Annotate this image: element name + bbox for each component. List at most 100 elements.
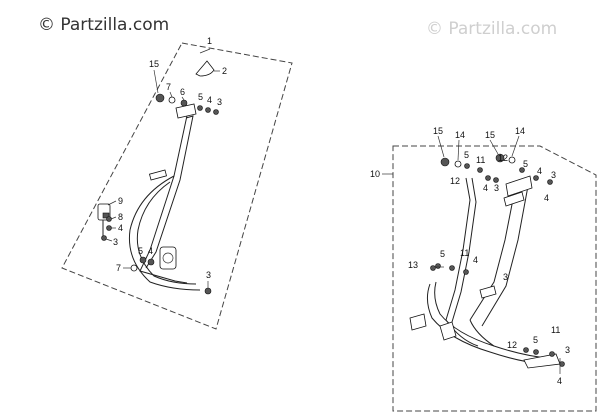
callout-r11a: 11: [476, 155, 485, 165]
washer-5r3: [435, 263, 441, 269]
callout-r4e: 4: [557, 376, 562, 386]
washer-8: [106, 216, 112, 222]
callout-5-retractor: 5: [138, 246, 143, 256]
leader-1: [199, 48, 211, 54]
leader-8: [110, 216, 117, 220]
callout-r12b: 12: [450, 176, 460, 186]
right-strap-a: [469, 183, 517, 321]
callout-r4c: 4: [544, 193, 549, 203]
leader-3b: [105, 238, 113, 242]
lap-webbing-inner: [136, 181, 197, 285]
callout-1: 1: [207, 36, 212, 46]
lap-belt-join-b: [469, 319, 495, 347]
callout-r4d: 4: [473, 255, 478, 265]
callout-r4b: 4: [483, 183, 488, 193]
callout-r12c: 12: [507, 340, 517, 350]
lockwasher-4c: [147, 258, 155, 266]
washer-5r2: [519, 167, 525, 173]
leader-9: [107, 200, 117, 206]
lap-buckle-left: [409, 313, 427, 331]
nut-3r1: [493, 177, 499, 183]
leader-15: [153, 69, 159, 94]
bushing-14a: [454, 160, 462, 168]
callout-r5b: 5: [523, 159, 528, 169]
watermark-left-text: © Partzilla.com: [38, 15, 169, 35]
lap-belt-lower: [434, 281, 549, 359]
bushing-7b: [130, 264, 138, 272]
nut-3a: [213, 109, 219, 115]
callout-9: 9: [118, 196, 123, 206]
retractor-unit: [159, 246, 177, 270]
callout-3-lower: 3: [206, 270, 211, 280]
left-assembly-boundary: [61, 42, 293, 330]
leader-r14a: [457, 139, 460, 161]
callout-3: 3: [217, 97, 222, 107]
callout-4: 4: [207, 95, 212, 105]
callout-r5a: 5: [464, 150, 469, 160]
callout-r14b: 14: [515, 126, 525, 136]
callout-r3b: 3: [494, 183, 499, 193]
left-strap-a: [445, 177, 471, 321]
watermark-right: © Partzilla.com: [426, 19, 557, 39]
callout-10: 10: [370, 169, 380, 179]
callout-r5d: 5: [533, 335, 538, 345]
retractor-spool: [162, 252, 174, 264]
lockwasher-4r2: [533, 175, 539, 181]
lap-webbing-outer: [128, 175, 201, 291]
callout-4-retractor: 4: [148, 246, 153, 256]
lockwasher-4r4: [559, 361, 565, 367]
callout-r11b: 11: [460, 248, 469, 258]
right-assembly: 10: [370, 126, 597, 412]
washer-5a: [197, 105, 203, 111]
leader-r15a: [437, 135, 445, 158]
spacer-6: [180, 99, 188, 107]
callout-r14a: 14: [455, 130, 465, 140]
leader-7a: [169, 91, 173, 98]
lap-belt-upper: [426, 283, 545, 365]
washer-15a: [440, 157, 450, 167]
buckle-clip: [102, 212, 110, 219]
callout-r3d: 3: [565, 345, 570, 355]
callout-15: 15: [149, 59, 159, 69]
washer-15: [155, 93, 165, 103]
upper-webbing-line-b: [145, 115, 194, 269]
callout-r15b: 15: [485, 130, 495, 140]
callout-r3c: 3: [503, 272, 508, 282]
callout-r11c: 11: [551, 325, 560, 335]
webbing-guide: [149, 169, 167, 181]
nut-3b: [101, 235, 107, 241]
right-strap-b: [481, 185, 529, 327]
left-assembly: 1: [61, 36, 293, 330]
lap-anchor-right: [523, 353, 561, 369]
lockwasher-4r1: [485, 175, 491, 181]
upper-anchor-bracket: [175, 103, 197, 119]
watermark-right-text: © Partzilla.com: [426, 19, 557, 39]
callout-2: 2: [222, 66, 227, 76]
lockwasher-4r3: [463, 269, 469, 275]
lockwasher-4b: [106, 225, 112, 231]
leader-6: [181, 96, 185, 101]
left-strap-b: [451, 177, 477, 323]
lockwasher-4a: [205, 107, 211, 113]
leader-r15b: [489, 139, 499, 155]
callout-7-lower: 7: [116, 263, 121, 273]
washer-11r1: [477, 167, 483, 173]
washer-11r3: [549, 351, 555, 357]
bolt-13: [430, 265, 436, 271]
right-strap-buckle: [503, 191, 525, 207]
callout-7: 7: [166, 82, 171, 92]
callout-r4a: 4: [537, 166, 542, 176]
anchor-cover-part: [195, 60, 215, 77]
washer-5r1: [464, 163, 470, 169]
bushing-14b: [508, 156, 516, 164]
washer-12r3: [523, 347, 529, 353]
nut-3c: [204, 287, 212, 295]
lap-buckle-center: [439, 321, 457, 341]
watermark-left: © Partzilla.com: [38, 15, 169, 35]
strap-adjuster: [479, 285, 497, 299]
callout-r15a: 15: [433, 126, 443, 136]
callout-r5c: 5: [440, 249, 445, 259]
leader-r14b: [511, 135, 520, 157]
callout-r12a: 12: [498, 153, 508, 163]
